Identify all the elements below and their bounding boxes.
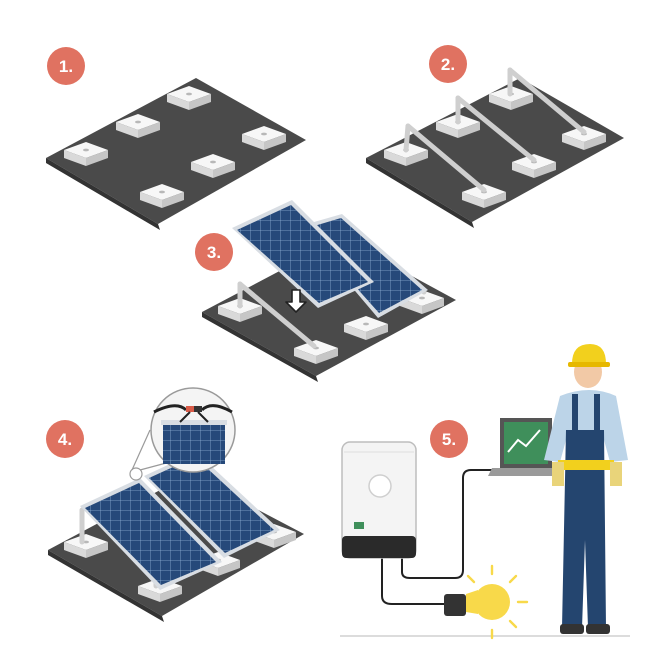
light-bulb-icon bbox=[444, 584, 510, 620]
step-2-badge bbox=[429, 45, 467, 83]
step-1-badge bbox=[47, 47, 85, 85]
lightning-rays-icon bbox=[466, 564, 529, 640]
step-4-badge bbox=[46, 420, 84, 458]
step-3-badge bbox=[195, 233, 233, 271]
step-3-number: 3. bbox=[207, 243, 221, 262]
step-2: 2. bbox=[366, 45, 624, 228]
step-1-number: 1. bbox=[59, 57, 73, 76]
worker bbox=[544, 344, 628, 634]
step-4-number: 4. bbox=[58, 430, 72, 449]
solar-panel bbox=[80, 478, 222, 590]
arrow-down-icon bbox=[285, 289, 307, 313]
inverter bbox=[341, 441, 417, 559]
step-4: 4. bbox=[46, 387, 304, 622]
status-display bbox=[354, 522, 364, 529]
solar-panel-placing bbox=[232, 200, 374, 308]
solar-panel bbox=[144, 452, 280, 558]
connector-zoom-callout bbox=[150, 387, 236, 473]
cables bbox=[381, 469, 500, 605]
roof-surface-1 bbox=[46, 78, 306, 224]
helmet-icon bbox=[568, 344, 610, 367]
step-5-badge bbox=[430, 420, 468, 458]
step-3: 3. bbox=[195, 200, 456, 382]
laptop-screen bbox=[504, 422, 548, 464]
mounting-rails bbox=[403, 67, 587, 193]
step-2-number: 2. bbox=[441, 55, 455, 74]
step-5-number: 5. bbox=[442, 430, 456, 449]
worker-overalls bbox=[562, 430, 606, 628]
laptop-icon bbox=[488, 418, 562, 476]
step-5: 5. bbox=[340, 344, 630, 640]
step-1: 1. bbox=[46, 47, 306, 230]
